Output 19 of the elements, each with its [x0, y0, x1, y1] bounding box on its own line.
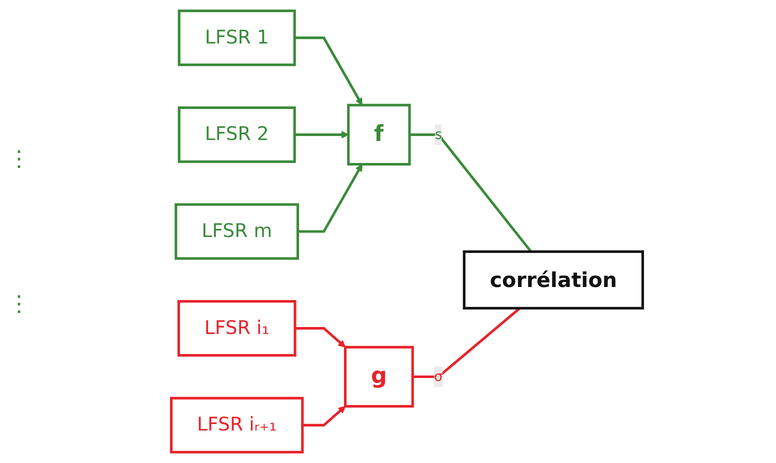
node-box: LFSR 2: [178, 106, 296, 163]
arrow: [295, 327, 346, 348]
arrow: [294, 130, 349, 138]
node-box: LFSR i₁: [177, 300, 296, 357]
ellipsis-label: ⋮: [8, 292, 30, 316]
connector: [412, 307, 521, 378]
node-box: LFSR m: [174, 203, 300, 260]
arrow: [298, 164, 362, 233]
edge-label: s: [434, 126, 442, 142]
node-box: LFSR iᵣ₊₁: [170, 396, 304, 454]
ellipsis-label: ⋮: [8, 146, 30, 172]
arrow: [294, 36, 362, 106]
node-box: LFSR 1: [178, 10, 296, 66]
arrow: [302, 406, 346, 426]
edge-label: σ: [434, 368, 443, 384]
node-box: corrélation: [462, 250, 644, 310]
node-box: g: [344, 346, 414, 408]
connector: [410, 133, 532, 252]
node-box: f: [347, 104, 411, 166]
